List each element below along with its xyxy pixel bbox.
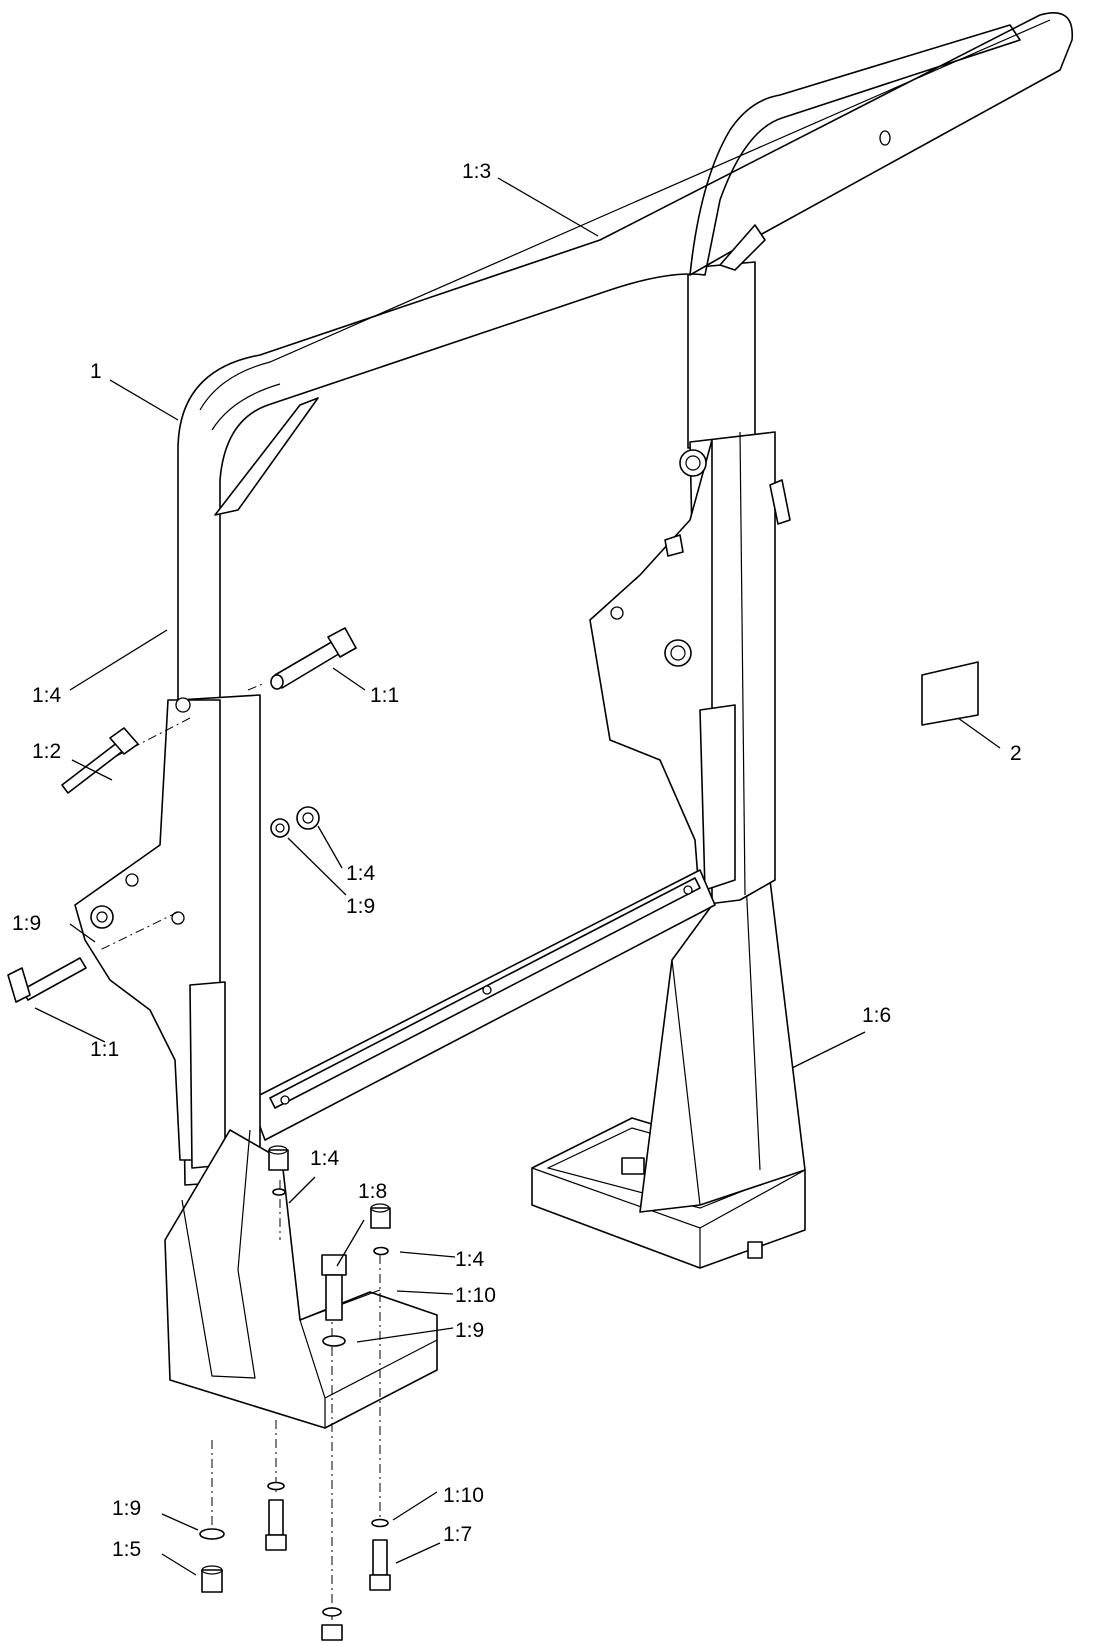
label-frame: 1 bbox=[90, 360, 102, 383]
hardware bbox=[7, 627, 391, 1641]
label-bolt-top: 1:1 bbox=[370, 684, 399, 707]
label-base-right: 1:6 bbox=[862, 1004, 891, 1027]
label-crossbar: 1:3 bbox=[462, 160, 491, 183]
label-nut-low-a: 1:4 bbox=[310, 1147, 340, 1170]
left-base-assembly bbox=[164, 1129, 438, 1429]
label-washer-low-b: 1:10 bbox=[455, 1284, 496, 1307]
label-nut-mid: 1:4 bbox=[346, 862, 376, 885]
label-washer-left: 1:9 bbox=[12, 912, 41, 935]
decal-panel bbox=[921, 661, 979, 726]
label-nut-low-b: 1:4 bbox=[455, 1248, 485, 1271]
label-bolt-left: 1:1 bbox=[90, 1038, 119, 1061]
left-upright bbox=[74, 694, 261, 1186]
label-bolt-center: 1:8 bbox=[358, 1180, 387, 1203]
label-washer-bottom-right: 1:10 bbox=[443, 1484, 484, 1507]
label-washer-center: 1:9 bbox=[455, 1319, 484, 1342]
leader-lines bbox=[34, 177, 1001, 1576]
lower-crossmember bbox=[249, 869, 716, 1141]
label-upright-left: 1:4 bbox=[32, 684, 62, 707]
label-pin-left: 1:2 bbox=[32, 740, 61, 763]
label-washer-bottom-left: 1:9 bbox=[112, 1497, 141, 1520]
label-washer-mid: 1:9 bbox=[346, 895, 375, 918]
label-decal: 2 bbox=[1010, 742, 1022, 765]
roll-bar-frame bbox=[177, 12, 1073, 721]
right-upright bbox=[589, 261, 791, 906]
callout-labels: 1 1:3 1:4 1:1 1:2 2 1:4 1:9 1:9 1:1 1:6 … bbox=[12, 160, 1022, 1561]
label-bolt-bottom-right: 1:7 bbox=[443, 1523, 472, 1546]
label-nut-bottom-left: 1:5 bbox=[112, 1538, 141, 1561]
